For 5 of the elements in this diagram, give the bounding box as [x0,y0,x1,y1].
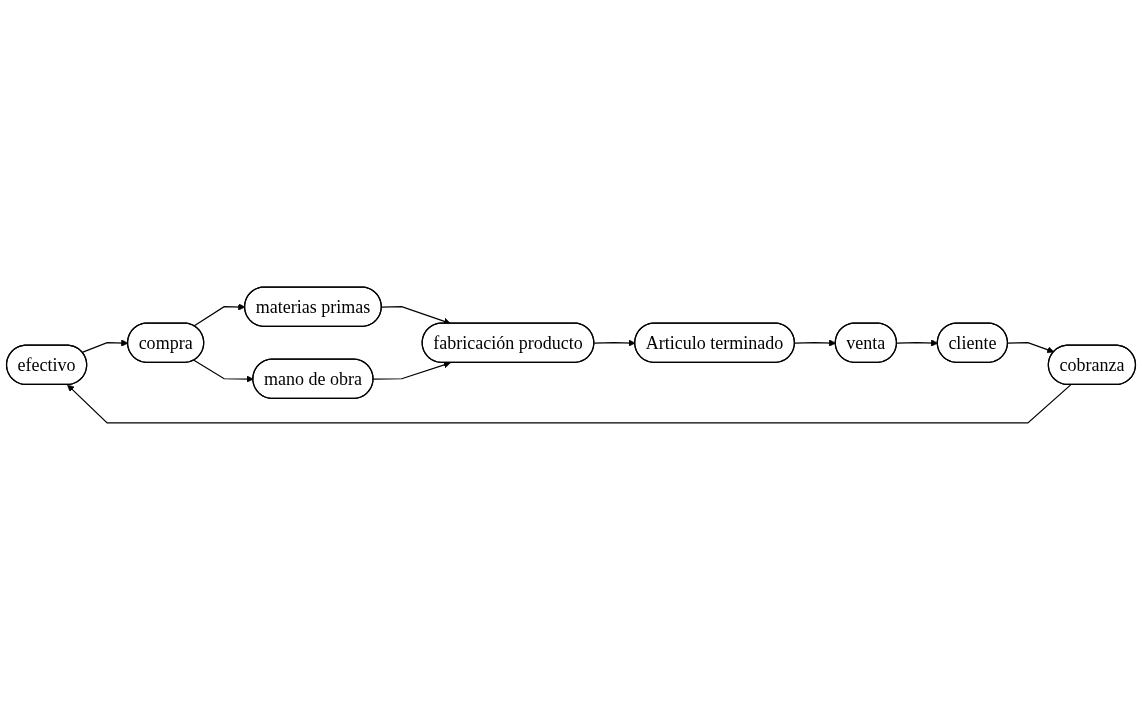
arrow [593,339,636,347]
arrow [1007,342,1055,354]
arrow [372,361,451,380]
arrow [381,306,451,325]
arrow [67,384,1072,424]
